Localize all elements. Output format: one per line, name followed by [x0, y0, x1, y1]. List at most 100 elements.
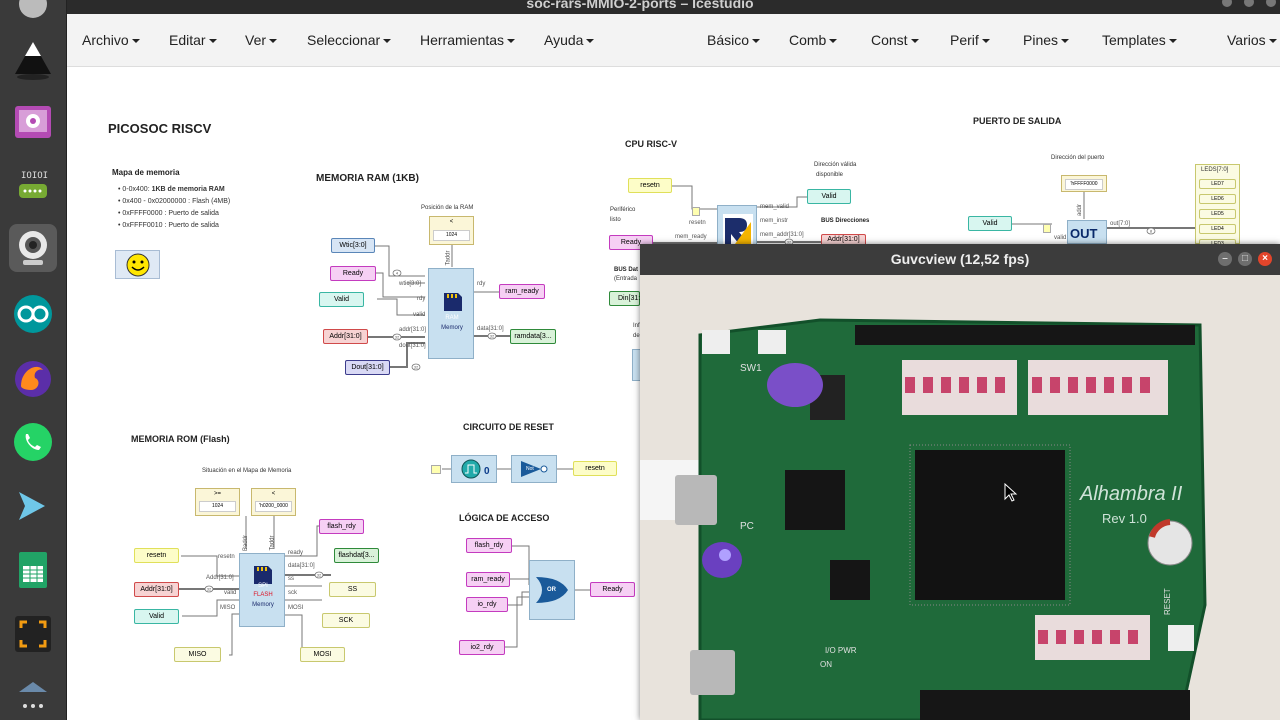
output-ram-ready[interactable]: ram_ready	[499, 284, 545, 299]
port-label: valid	[224, 590, 237, 596]
menu-ayuda[interactable]: Ayuda	[544, 14, 594, 66]
input-addr[interactable]: Addr[31:0]	[323, 329, 368, 344]
not-gate-block[interactable]: Not	[511, 455, 557, 483]
close-icon[interactable]	[1266, 0, 1276, 7]
riscv-cpu-module[interactable]: resetn mem_ready mem_valid mem_instr mem…	[675, 204, 804, 247]
out-const-block[interactable]: 'hFFFF0000	[1061, 175, 1107, 192]
menu-comb[interactable]: Comb	[789, 14, 837, 66]
ram-memory-module[interactable]: wtic[3:0] rdy valid addr[31:0] dout[31:0…	[399, 250, 504, 359]
led-pin[interactable]: LED4	[1199, 224, 1236, 234]
const-symbol: <	[271, 491, 276, 497]
sd-card-icon	[444, 293, 462, 311]
maximize-icon[interactable]: □	[1238, 252, 1252, 266]
input-rom-valid[interactable]: Valid	[134, 609, 179, 624]
rom-const-lower[interactable]: >= 1024	[195, 488, 240, 516]
menu-pines[interactable]: Pines	[1023, 14, 1069, 66]
logic-io2-rdy[interactable]: io2_rdy	[459, 640, 505, 655]
whatsapp-icon[interactable]	[9, 418, 57, 466]
screenshot-icon[interactable]	[9, 610, 57, 658]
menu-archivo[interactable]: Archivo	[82, 14, 140, 66]
cpu-valid-output[interactable]: Valid	[807, 189, 851, 204]
cpu-resetn-input[interactable]: resetn	[628, 178, 672, 193]
minimize-icon[interactable]	[1222, 0, 1232, 7]
menu-basico[interactable]: Básico	[707, 14, 760, 66]
sd-card-icon	[254, 566, 272, 584]
menu-ver[interactable]: Ver	[245, 14, 277, 66]
spi-flash-module[interactable]: resetn Addr[31:0] valid MISO ready data[…	[206, 535, 315, 627]
logic-ram-ready[interactable]: ram_ready	[466, 572, 510, 587]
logic-flash-rdy[interactable]: flash_rdy	[466, 538, 512, 553]
port-label: Taddr	[445, 250, 452, 266]
more-apps-icon[interactable]	[9, 666, 57, 714]
pulse-block[interactable]: 0	[451, 455, 497, 483]
menu-varios[interactable]: Varios	[1227, 14, 1277, 66]
pin-ss[interactable]: SS	[329, 582, 376, 597]
menu-herramientas[interactable]: Herramientas	[420, 14, 515, 66]
pin-sck[interactable]: SCK	[322, 613, 370, 628]
cpu-din-input[interactable]: Din[31:	[609, 291, 640, 306]
smiley-block[interactable]	[115, 250, 160, 279]
inkscape-icon[interactable]	[9, 36, 57, 84]
riscv-logo-icon	[723, 214, 753, 244]
output-resetn[interactable]: resetn	[573, 461, 617, 476]
firefox-icon[interactable]	[9, 354, 57, 402]
bus-width-label: 32	[207, 587, 212, 592]
reset-input-pin[interactable]	[431, 465, 441, 474]
launcher-top-icon[interactable]	[9, 0, 57, 28]
rom-position-note: Situación en el Mapa de Memoria	[202, 468, 292, 474]
screen-recorder-icon[interactable]	[9, 98, 57, 146]
out-small-pin[interactable]	[1043, 224, 1051, 233]
webcam-icon[interactable]	[9, 224, 57, 272]
maximize-icon[interactable]	[1244, 0, 1254, 7]
port-label: valid	[413, 312, 426, 318]
logic-io-rdy[interactable]: io_rdy	[466, 597, 508, 612]
cpu-small-pin[interactable]	[692, 207, 700, 216]
menu-seleccionar[interactable]: Seleccionar	[307, 14, 391, 66]
pin-mosi[interactable]: MOSI	[300, 647, 345, 662]
menu-templates[interactable]: Templates	[1102, 14, 1177, 66]
spreadsheet-icon[interactable]	[9, 546, 57, 594]
pin-miso[interactable]: MISO	[174, 647, 221, 662]
module-label: OUT	[1070, 226, 1098, 241]
input-rom-addr[interactable]: Addr[31:0]	[134, 582, 179, 597]
guvcview-titlebar[interactable]: Guvcview (12,52 fps) – □ ×	[640, 244, 1280, 275]
minimize-icon[interactable]: –	[1218, 252, 1232, 266]
terminal-arrow-icon[interactable]	[9, 482, 57, 530]
serial-terminal-icon[interactable]: IOIOI	[9, 162, 57, 210]
close-icon[interactable]: ×	[1258, 252, 1272, 266]
module-label: RAM	[445, 315, 459, 321]
menu-editar[interactable]: Editar	[169, 14, 217, 66]
menu-const[interactable]: Const	[871, 14, 919, 66]
bus-width-label: 32	[317, 573, 322, 578]
input-wtic[interactable]: Wtic[3:0]	[331, 238, 375, 253]
or-gate-block[interactable]: OR	[529, 560, 575, 620]
logic-output-ready[interactable]: Ready	[590, 582, 635, 597]
led-pin[interactable]: LED5	[1199, 209, 1236, 219]
menu-perif[interactable]: Perif	[950, 14, 990, 66]
out-valid-input[interactable]: Valid	[968, 216, 1012, 231]
rom-const-upper[interactable]: < 'h0200_0000	[251, 488, 296, 516]
ram-section-title: MEMORIA RAM (1KB)	[316, 173, 419, 184]
bus-width-label: 4	[396, 271, 399, 276]
wires: 4 32 32 32 32 32 32 8	[179, 185, 1195, 656]
const-value: 1024	[199, 501, 236, 512]
input-valid[interactable]: Valid	[319, 292, 364, 307]
port-label: Taddr	[269, 535, 276, 551]
output-flash-rdy[interactable]: flash_rdy	[319, 519, 364, 534]
leds-block[interactable]: LEDS[7:0] LED7 LED6 LED5 LED4 LED3	[1195, 164, 1240, 249]
out-port-module[interactable]: valid out[7:0] addr OUT	[1054, 204, 1130, 244]
input-dout[interactable]: Dout[31:0]	[345, 360, 390, 375]
output-ramdata[interactable]: ramdata[3...	[510, 329, 556, 344]
memmap-item: • 0xFFFF0010 : Puerto de salida	[118, 222, 219, 229]
led-pin[interactable]: LED7	[1199, 179, 1236, 189]
bus-width-label: 32	[490, 334, 495, 339]
port-label: Addr[31:0]	[206, 575, 234, 581]
ram-const-block[interactable]: < 1024	[429, 216, 474, 245]
output-flashdat[interactable]: flashdat[3...	[334, 548, 379, 563]
arduino-icon[interactable]	[9, 290, 57, 338]
guvcview-window[interactable]: Guvcview (12,52 fps) – □ ×	[640, 244, 1280, 720]
input-resetn[interactable]: resetn	[134, 548, 179, 563]
led-pin[interactable]: LED6	[1199, 194, 1236, 204]
port-label: rdy	[417, 296, 426, 302]
input-ready[interactable]: Ready	[330, 266, 376, 281]
